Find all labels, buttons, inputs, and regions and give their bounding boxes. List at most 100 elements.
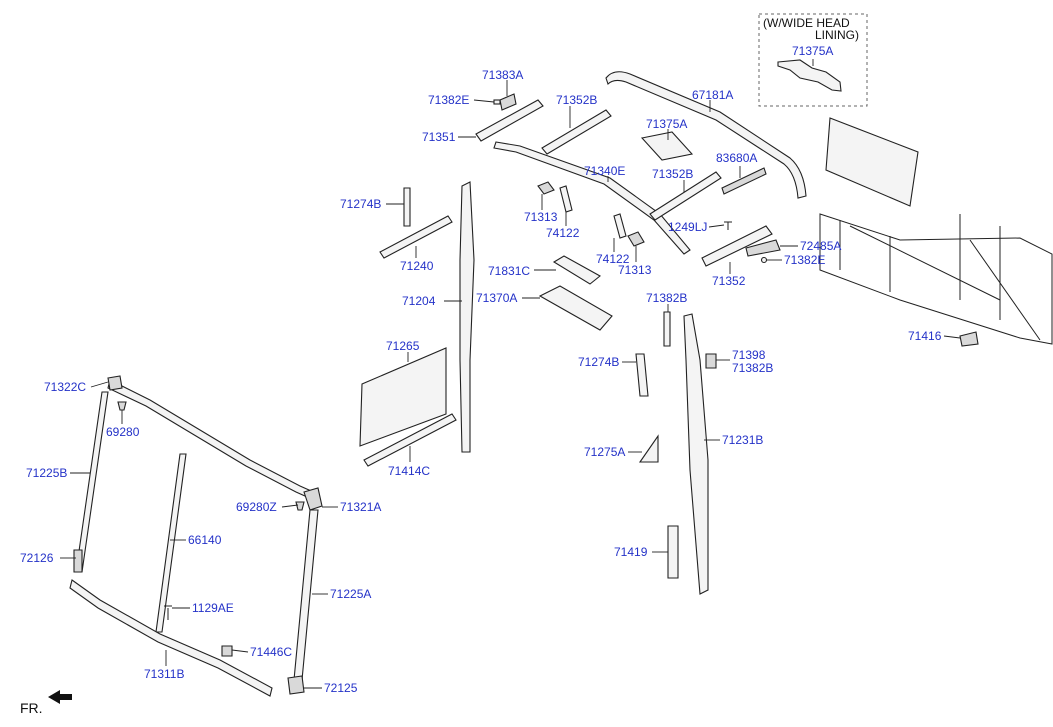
- rear-frame-members: [839, 214, 1041, 341]
- part-72485A-bracket: [745, 239, 781, 257]
- leader-lines: [60, 80, 961, 689]
- label-71382E-right: 71382E: [784, 253, 825, 267]
- part-71275A-trim: [638, 434, 659, 463]
- label-74122-b: 74122: [596, 252, 630, 266]
- label-67181A: 67181A: [692, 88, 733, 102]
- label-71274B-b: 71274B: [578, 355, 619, 369]
- part-71370A-tray: [538, 285, 613, 331]
- label-1249LJ: 1249LJ: [668, 220, 707, 234]
- part-71831C-bracket: [552, 255, 601, 285]
- part-71225A-pillar: [293, 509, 319, 681]
- part-header-panel: [107, 379, 319, 501]
- label-71375A-inset: 71375A: [792, 44, 833, 58]
- label-71352B-a: 71352B: [556, 93, 597, 107]
- part-66140-strip: [155, 453, 187, 633]
- part-71321A-bracket: [303, 487, 323, 511]
- part-71204-pillar: [459, 181, 475, 453]
- part-71313-clip-b: [627, 231, 645, 247]
- part-71382B-strip: [663, 311, 671, 347]
- part-72126-cap: [73, 549, 83, 573]
- part-71352-plate: [701, 225, 773, 267]
- label-74122-a: 74122: [546, 226, 580, 240]
- part-74122-pad-b: [613, 213, 627, 239]
- part-71398-clip: [705, 353, 717, 369]
- label-71225B: 71225B: [26, 466, 67, 480]
- label-72485A: 72485A: [800, 239, 841, 253]
- part-74122-pad-a: [559, 185, 573, 213]
- inset-title-line2: LINING): [815, 28, 859, 42]
- label-69280: 69280: [106, 425, 140, 439]
- roof-parts: [475, 71, 807, 267]
- part-71240-bar: [379, 215, 453, 259]
- label-83680A: 83680A: [716, 151, 757, 165]
- part-labels: 71375A 71383A 71382E 71352B 67181A 71351…: [20, 44, 942, 695]
- label-66140: 66140: [188, 533, 222, 547]
- label-71240: 71240: [400, 259, 434, 273]
- part-71419-trim: [667, 525, 679, 579]
- part-71322C-bracket: [107, 375, 123, 391]
- part-71446C-clip: [221, 645, 233, 657]
- label-71375A: 71375A: [646, 117, 687, 131]
- label-71204: 71204: [402, 294, 436, 308]
- label-71352B-b: 71352B: [652, 167, 693, 181]
- label-71313-b: 71313: [618, 263, 652, 277]
- center-parts: [359, 181, 717, 595]
- label-1129AE: 1129AE: [192, 601, 234, 615]
- label-71265: 71265: [386, 339, 420, 353]
- inset-wide-head-lining: (W/WIDE HEAD LINING): [758, 13, 868, 107]
- part-71231B-pillar: [683, 313, 709, 595]
- rear-panel: [825, 117, 919, 207]
- label-71352: 71352: [712, 274, 746, 288]
- label-71274B-a: 71274B: [340, 197, 381, 211]
- label-71398: 71398: [732, 348, 766, 362]
- label-71340E: 71340E: [584, 164, 625, 178]
- part-69280Z-clip: [295, 501, 305, 511]
- front-parts: [69, 375, 323, 697]
- part-71382E-clip: [493, 99, 501, 105]
- part-71274B-upper: [403, 187, 411, 227]
- front-direction-indicator: FR.: [20, 690, 72, 716]
- part-72125-cap: [287, 675, 305, 695]
- part-83680A-strip: [721, 167, 767, 195]
- label-71382B-a: 71382B: [646, 291, 687, 305]
- part-71340E-rail: [493, 141, 691, 255]
- label-71382B-b: 71382B: [732, 361, 773, 375]
- part-71313-clip-a: [537, 181, 555, 195]
- label-72125: 72125: [324, 681, 358, 695]
- part-71382E-screw: [760, 256, 768, 264]
- part-71375A-inset: [777, 59, 842, 92]
- part-1249LJ-bolt: [724, 221, 732, 230]
- label-71313-a: 71313: [524, 210, 558, 224]
- part-71225B-pillar: [75, 391, 109, 573]
- label-71419: 71419: [614, 545, 648, 559]
- label-71446C: 71446C: [250, 645, 292, 659]
- label-71351: 71351: [422, 130, 456, 144]
- label-71231B: 71231B: [722, 433, 763, 447]
- label-71416: 71416: [908, 329, 942, 343]
- part-71416-bracket: [959, 331, 979, 347]
- front-arrow-icon: [48, 690, 72, 704]
- inset-title-line1: (W/WIDE HEAD: [763, 16, 850, 30]
- rear-frame: [819, 117, 1053, 347]
- label-71225A: 71225A: [330, 587, 371, 601]
- part-69280-clip: [117, 401, 127, 411]
- label-71383A: 71383A: [482, 68, 523, 82]
- part-71351-strip: [475, 99, 544, 142]
- part-71383A-bracket: [499, 93, 517, 111]
- part-71274B-lower: [635, 353, 649, 397]
- part-71375A-pad: [640, 131, 694, 161]
- part-67181A-roof-rail: [605, 71, 807, 199]
- label-71311B: 71311B: [144, 667, 184, 681]
- part-71414C-bar: [363, 413, 457, 467]
- label-71382E-top: 71382E: [428, 93, 469, 107]
- label-69280Z: 69280Z: [236, 500, 277, 514]
- label-71275A: 71275A: [584, 445, 625, 459]
- label-71414C: 71414C: [388, 464, 430, 478]
- label-71831C: 71831C: [488, 264, 530, 278]
- part-71265-panel: [359, 347, 447, 447]
- front-direction-label: FR.: [20, 700, 43, 716]
- part-71311B-strip: [69, 579, 273, 697]
- part-71352B-strip-lower: [649, 171, 722, 221]
- label-71322C: 71322C: [44, 380, 86, 394]
